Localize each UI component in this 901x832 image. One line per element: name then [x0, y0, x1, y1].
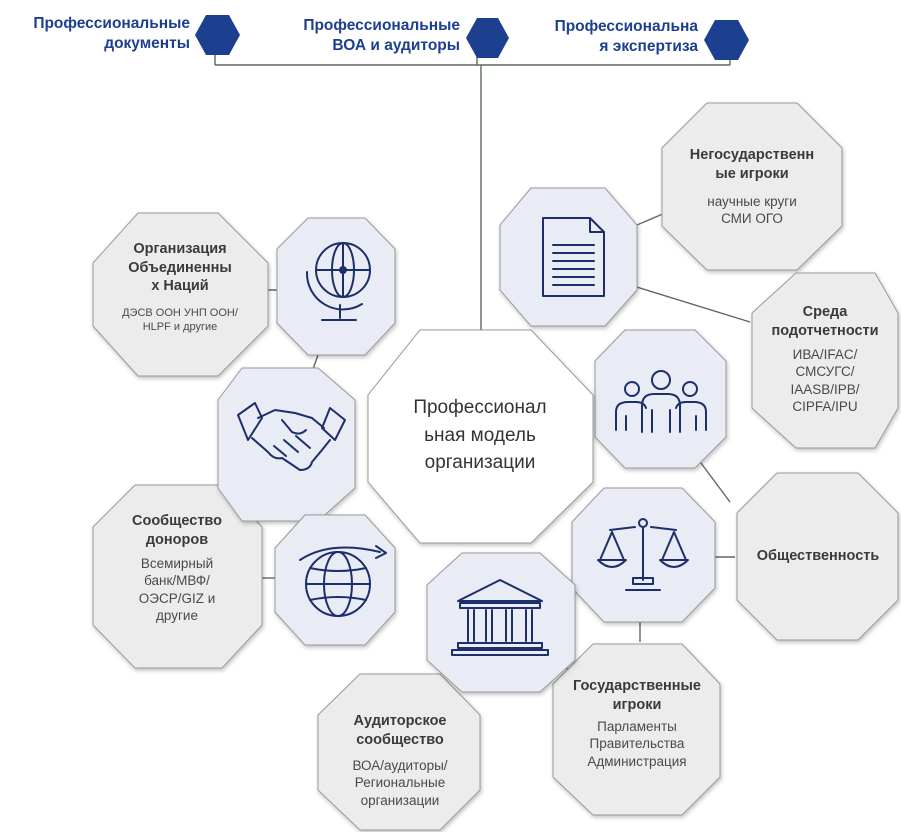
top-label-documents-line1: Профессиональные [33, 15, 190, 32]
node-accountability-sub-2: СМСУГС/ [795, 364, 855, 380]
node-state-title-1: Государственные [573, 678, 701, 694]
octagon-audit [317, 673, 481, 831]
center-label: Профессионал ьная модель организации [380, 394, 580, 477]
node-un-title-2: Объединенны [128, 259, 232, 276]
globe-plane-icon [299, 545, 387, 617]
node-audit-title-1: Аудиторское [353, 713, 447, 729]
node-audit: Аудиторское сообщество ВОА/аудиторы/ Рег… [322, 712, 478, 809]
node-un-title-3: х Наций [151, 278, 209, 295]
top-label-documents: Профессиональные документы [4, 14, 190, 54]
node-un-title-1: Организация [133, 241, 227, 257]
octagon-accountability [751, 272, 899, 449]
node-accountability-sub-3: IAASB/IPB/ [790, 381, 860, 397]
node-un: Организация Объединенны х Наций ДЭСВ ООН… [100, 240, 260, 334]
node-donors-sub-3: ОЭСР/GIZ и [138, 590, 216, 606]
top-label-sai-line1: Профессиональные [303, 17, 460, 34]
node-state-title-2: игроки [612, 696, 662, 713]
node-nongov-title-1: Негосударственн [689, 147, 815, 163]
node-state: Государственные игроки Парламенты Правит… [556, 677, 718, 770]
node-donors-title-2: доноров [145, 531, 209, 548]
node-accountability-title-2: подотчетности [771, 322, 879, 339]
octagon-public [736, 472, 899, 641]
node-state-sub-1: Парламенты [597, 719, 677, 735]
octagon-un [92, 212, 269, 377]
top-label-expertise: Профессиональна я экспертиза [520, 17, 698, 57]
document-icon [542, 217, 605, 297]
node-audit-sub-3: организации [360, 792, 440, 808]
octagon-center [367, 329, 594, 544]
node-nongov-sub-1: научные круги [707, 194, 797, 210]
handshake-icon [237, 402, 346, 471]
node-state-sub-3: Администрация [587, 753, 687, 769]
node-audit-sub-2: Региональные [354, 775, 446, 791]
node-accountability-sub-4: CIPFA/IPU [792, 398, 858, 414]
bank-icon [451, 579, 549, 656]
center-label-line2: ьная модель [424, 424, 536, 446]
node-accountability-title-1: Среда [802, 304, 848, 320]
hexagon-expertise-icon [704, 20, 749, 60]
octagon-globe-plane [274, 514, 396, 646]
node-state-sub-2: Правительства [589, 736, 685, 752]
node-nongov-sub-2: СМИ ОГО [721, 211, 783, 227]
node-accountability: Среда подотчетности ИВА/IFAC/ СМСУГС/ IA… [752, 303, 898, 415]
octagon-document [499, 187, 638, 327]
node-nongov: Негосударственн ые игроки научные круги … [668, 146, 836, 228]
node-nongov-title-2: ые игроки [715, 165, 789, 182]
top-label-expertise-line1: Профессиональна [554, 18, 698, 35]
node-accountability-sub-1: ИВА/IFAC/ [792, 347, 858, 363]
node-donors-sub-4: другие [156, 607, 198, 623]
octagon-globe-stand [276, 217, 396, 356]
node-public-title: Общественность [756, 548, 880, 564]
hexagon-documents-icon [195, 15, 240, 55]
octagon-people [594, 329, 727, 469]
octagon-nongov [661, 102, 843, 271]
octagon-bank [426, 552, 576, 693]
node-audit-sub-1: ВОА/аудиторы/ [352, 758, 448, 774]
node-donors-sub-1: Всемирный [140, 556, 214, 572]
node-donors: Сообщество доноров Всемирный банк/МВФ/ О… [96, 512, 258, 624]
octagon-handshake [217, 367, 356, 522]
octagon-state [552, 643, 721, 816]
top-label-sai-line2: ВОА и аудиторы [332, 36, 460, 54]
node-donors-title-1: Сообщество [132, 513, 222, 529]
globe-stand-icon [305, 242, 371, 321]
node-un-sub-2: HLPF и другие [142, 320, 218, 333]
node-audit-title-2: сообщество [356, 731, 444, 748]
hexagon-sai-icon [466, 18, 509, 58]
center-label-line3: организации [424, 452, 536, 474]
node-donors-sub-2: банк/МВФ/ [144, 573, 210, 589]
scales-icon [597, 518, 689, 591]
center-label-line1: Профессионал [413, 397, 547, 418]
top-label-expertise-line2: я экспертиза [599, 37, 698, 55]
top-label-documents-line2: документы [104, 34, 190, 52]
people-icon [615, 370, 707, 433]
node-public: Общественность [740, 547, 896, 566]
top-label-sai: Профессиональные ВОА и аудиторы [262, 16, 460, 56]
node-un-sub-1: ДЭСВ ООН УНП ООН/ [122, 306, 238, 319]
